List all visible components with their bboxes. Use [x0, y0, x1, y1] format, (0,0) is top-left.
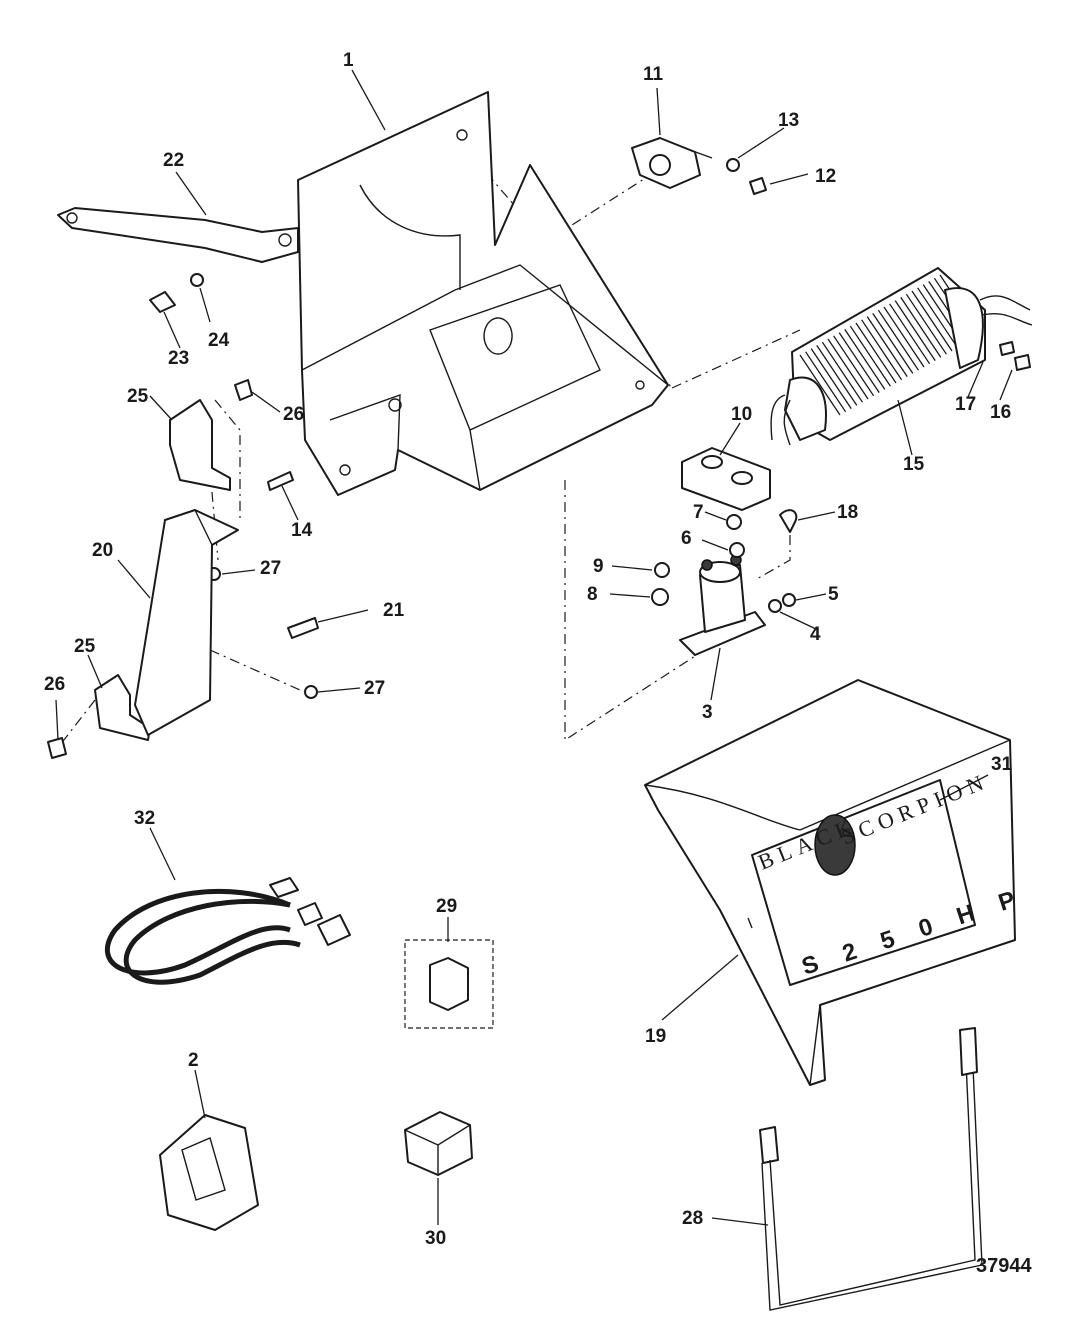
callout-27-upper: 27 — [260, 558, 281, 579]
callout-19: 19 — [645, 1026, 666, 1047]
callout-11: 11 — [643, 64, 664, 85]
angle-brackets — [94, 399, 231, 741]
cooling-fin — [810, 348, 852, 409]
callout-10: 10 — [731, 404, 752, 425]
callout-21: 21 — [383, 600, 405, 621]
leader-lines — [55, 69, 1013, 1226]
callout-25-lower: 25 — [74, 636, 96, 657]
callout-24: 24 — [208, 330, 230, 351]
callout-4: 4 — [810, 624, 821, 645]
engine-cover — [644, 679, 1016, 1086]
callout-16: 16 — [990, 402, 1011, 423]
connector-plug — [159, 1114, 259, 1231]
cooling-fin — [861, 319, 903, 381]
callout-6: 6 — [681, 528, 692, 549]
hardware — [47, 158, 1031, 759]
callout-25-upper: 25 — [127, 386, 149, 407]
cooling-fin — [849, 325, 891, 387]
cooling-fin — [877, 309, 919, 371]
callout-3: 3 — [702, 702, 713, 723]
callout-20: 20 — [92, 540, 113, 561]
mounting-bracket — [297, 91, 669, 496]
cooling-fin — [917, 287, 959, 349]
callout-22: 22 — [163, 150, 184, 171]
cooling-fin — [900, 297, 942, 358]
callout-14: 14 — [291, 520, 313, 541]
terminal-cover — [681, 447, 771, 511]
callout-32: 32 — [134, 808, 155, 829]
cooling-fin — [872, 313, 914, 374]
cooling-fin — [799, 354, 841, 416]
cooling-fin — [855, 322, 897, 384]
cooling-fin — [911, 290, 953, 352]
cooling-fin — [844, 329, 886, 390]
callout-5: 5 — [828, 584, 839, 605]
callout-1: 1 — [343, 50, 354, 71]
strap — [759, 1027, 983, 1311]
callout-12: 12 — [815, 166, 836, 187]
callout-26-upper: 26 — [283, 404, 304, 425]
callout-2: 2 — [188, 1050, 199, 1071]
figure-number: 37944 — [976, 1255, 1032, 1277]
callout-27-lower: 27 — [364, 678, 385, 699]
cooling-fin — [889, 303, 931, 365]
cooling-fin — [805, 351, 847, 413]
relay — [404, 1111, 473, 1176]
cooling-fin — [866, 316, 908, 377]
callout-31: 31 — [991, 754, 1013, 775]
callout-23: 23 — [168, 348, 189, 369]
cooling-fin — [883, 306, 925, 368]
cooling-fin — [821, 341, 863, 403]
callout-9: 9 — [593, 556, 604, 577]
callout-8: 8 — [587, 584, 598, 605]
callout-17: 17 — [955, 394, 976, 415]
cooling-fin — [816, 345, 858, 406]
wiring-harness — [104, 877, 351, 985]
callout-30: 30 — [425, 1228, 446, 1249]
vertical-bracket — [134, 509, 239, 736]
finned-module — [770, 267, 1033, 446]
callout-18: 18 — [837, 502, 858, 523]
callouts: 1 22 11 13 12 24 23 25 26 14 10 15 17 16… — [44, 50, 1032, 1277]
callout-28: 28 — [682, 1208, 703, 1229]
cooling-fin — [905, 293, 947, 355]
callout-7: 7 — [693, 502, 704, 523]
callout-15: 15 — [903, 454, 925, 475]
fuse-box — [404, 939, 494, 1029]
cooling-fin — [827, 338, 869, 400]
cooling-fin — [838, 332, 880, 393]
callout-13: 13 — [778, 110, 799, 131]
sensor-part — [631, 137, 713, 189]
callout-26-lower: 26 — [44, 674, 65, 695]
callout-29: 29 — [436, 896, 457, 917]
solenoid — [679, 554, 766, 656]
cooling-fin — [833, 335, 875, 397]
cooling-fin — [894, 300, 936, 361]
brace-arm — [57, 207, 299, 263]
